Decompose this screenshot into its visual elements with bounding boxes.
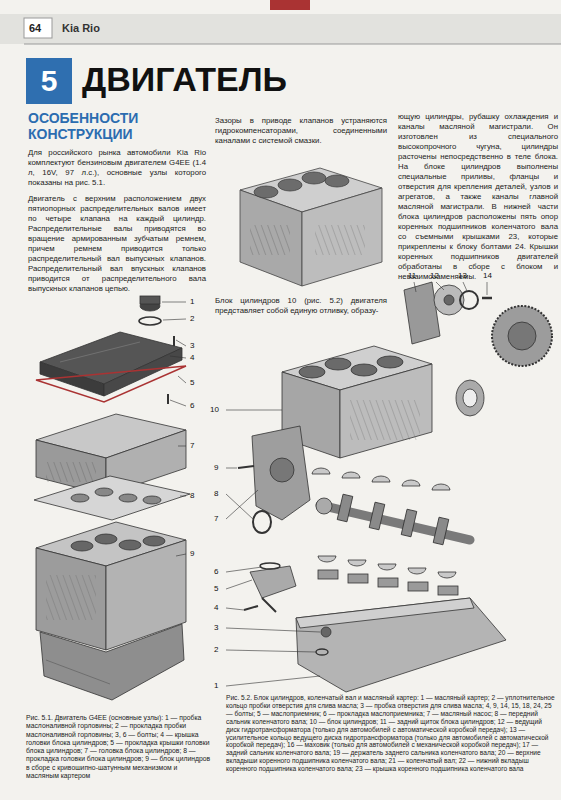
body-text: ющую цилиндры, рубашку охлаждения и кана… [398,112,558,281]
engine-g4ee-picture [34,296,190,700]
callout-number: 7 [190,441,194,451]
callout-number: 2 [190,314,194,324]
header-band [0,14,561,44]
callout-number: 6 [190,401,194,411]
callout-number: 8 [190,491,194,501]
body-text: Двигатель с верхним расположением двух п… [28,194,206,294]
chapter-number-box: 5 [26,58,72,104]
callout-number: 14 [483,271,492,281]
figure-caption: Рис. 5.2. Блок цилиндров, коленчатый вал… [226,694,557,773]
cylinder-block-picture [240,168,382,286]
callout-number: 12 [430,271,439,281]
callout-number: 10 [210,405,219,415]
header-rule [24,44,561,45]
callout-number: 7 [214,514,218,524]
callout-number: 4 [214,603,218,613]
leader-lines [226,282,487,686]
callout-number: 2 [214,645,218,655]
callout-number: 5 [214,584,218,594]
callout-number: 8 [214,489,218,499]
callout-number: 1 [190,297,194,307]
body-text: Для российского рынка автомобили Kia Rio… [28,148,206,188]
figure-caption: Рис. 5.1. Двигатель G4EE (основные узлы)… [26,714,212,780]
running-head: Kia Rio [62,22,100,35]
section-heading: ОСОБЕННОСТИ КОНСТРУКЦИИ [28,110,213,142]
leader-lines [162,302,186,556]
callout-number: 6 [214,567,218,577]
callout-number: 5 [190,378,194,388]
chapter-number: 5 [41,64,58,98]
body-text: Зазоры в приводе клапанов устраняются ги… [215,116,387,146]
scan-mark [270,0,310,10]
callout-number: 11 [408,271,416,281]
chapter-title: ДВИГАТЕЛЬ [82,60,287,99]
callout-number: 3 [214,623,218,633]
callout-number: 4 [190,353,194,363]
page-number: 64 [29,22,41,35]
callout-number: 9 [190,549,194,559]
body-text: Блок цилиндров 10 (рис. 5.2) двигателя п… [215,296,387,316]
callout-number: 1 [214,681,218,691]
callout-number: 9 [214,463,218,473]
page-number-box [24,18,52,38]
callout-number: 3 [190,341,194,351]
callout-number: 13 [458,271,467,281]
